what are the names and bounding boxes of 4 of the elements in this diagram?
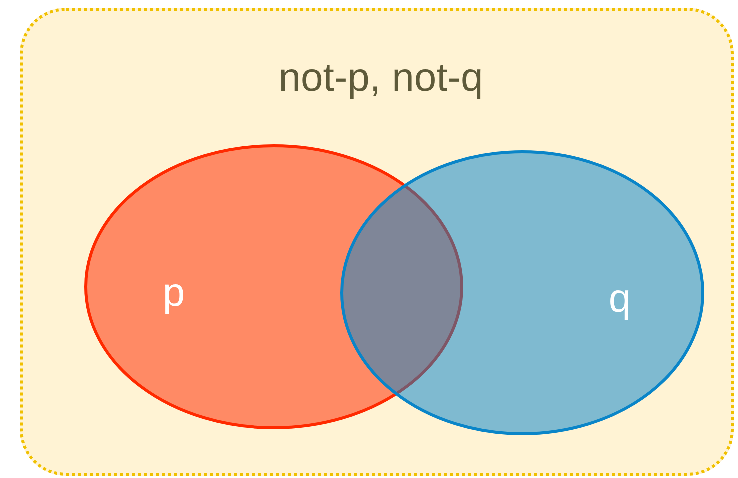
set-label: p: [162, 273, 186, 313]
region-label: not-p, not-q: [278, 58, 484, 98]
set-label: q: [608, 279, 632, 319]
region-box: [20, 8, 734, 476]
